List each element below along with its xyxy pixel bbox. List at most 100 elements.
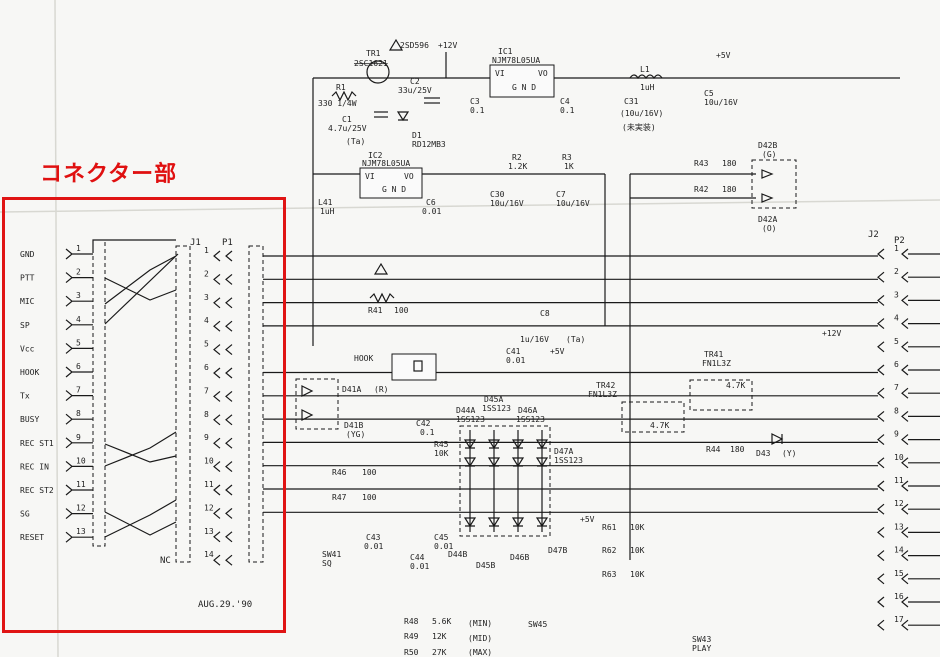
connector-section-highlight bbox=[2, 197, 286, 633]
pin-number: 6 bbox=[204, 363, 209, 372]
r45-value: 10K bbox=[434, 449, 449, 458]
j1-outline bbox=[175, 245, 191, 563]
pin-label: PTT bbox=[20, 274, 35, 283]
pin-terminal bbox=[877, 457, 940, 469]
pin-number: 6 bbox=[76, 362, 81, 371]
r46-value: 100 bbox=[362, 468, 377, 477]
l41-label: L41 bbox=[318, 198, 333, 207]
pin-number: 5 bbox=[76, 338, 81, 347]
rail-12v-right: +12V bbox=[822, 329, 841, 338]
ic2-label: IC2 bbox=[368, 151, 383, 160]
rail-5v-top: +5V bbox=[716, 51, 731, 60]
pin-number: 12 bbox=[894, 499, 904, 508]
d42b-label: D42B bbox=[758, 141, 777, 150]
c2-value: 33u/25V bbox=[398, 86, 432, 95]
wire bbox=[104, 253, 179, 325]
c4-value: 0.1 bbox=[560, 106, 575, 115]
r63-label: R63 bbox=[602, 570, 617, 579]
pin-terminal bbox=[213, 437, 233, 449]
zener-diode-icon bbox=[396, 111, 410, 122]
r3-value: 1K bbox=[564, 162, 574, 171]
r49-note: (MID) bbox=[468, 634, 492, 643]
led-icon bbox=[771, 433, 784, 445]
d46b-label: D46B bbox=[510, 553, 529, 562]
p2-label: P2 bbox=[894, 236, 905, 246]
r1-value: 330 1/4W bbox=[318, 99, 357, 108]
pin-number: 5 bbox=[204, 340, 209, 349]
c2-label: C2 bbox=[410, 77, 420, 86]
r61-label: R61 bbox=[602, 523, 617, 532]
pin-number: 10 bbox=[204, 457, 214, 466]
r44-label: R44 bbox=[706, 445, 721, 454]
r61-value: 10K bbox=[630, 523, 645, 532]
diode-icon bbox=[487, 457, 501, 468]
l41-value: 1uH bbox=[320, 207, 335, 216]
trunk-wires bbox=[263, 255, 878, 513]
tr42-label: TR42 bbox=[596, 381, 615, 390]
pin-terminal bbox=[213, 320, 233, 332]
ic1-vi: VI bbox=[495, 69, 505, 78]
pin-terminal bbox=[877, 387, 940, 399]
c1-value: 4.7u/25V bbox=[328, 124, 367, 133]
tr41-part: FN1L3Z bbox=[702, 359, 731, 368]
pin-number: 1 bbox=[76, 244, 81, 253]
wire bbox=[104, 277, 177, 301]
tr1-symbol bbox=[366, 60, 390, 84]
pin-terminal bbox=[877, 526, 940, 538]
pin-number: 11 bbox=[76, 480, 86, 489]
d41a-color: (R) bbox=[374, 385, 388, 394]
pin-label: SP bbox=[20, 321, 30, 330]
pin-terminal bbox=[877, 480, 940, 492]
pin-number: 6 bbox=[894, 360, 899, 369]
resistor-icon bbox=[369, 292, 395, 304]
pin-label: SG bbox=[20, 510, 30, 519]
pin-label: BUSY bbox=[20, 415, 39, 424]
tr1-label: TR1 bbox=[366, 49, 381, 58]
pin-terminal bbox=[877, 318, 940, 330]
diode-matrix-outline bbox=[459, 425, 551, 537]
tr42-outline bbox=[621, 401, 685, 433]
r62-label: R62 bbox=[602, 546, 617, 555]
pin-terminal bbox=[213, 507, 233, 519]
diode-icon bbox=[511, 517, 525, 528]
pin-terminal bbox=[213, 250, 233, 262]
pin-number: 3 bbox=[204, 293, 209, 302]
r44-value: 180 bbox=[730, 445, 745, 454]
pin-number: 3 bbox=[76, 291, 81, 300]
pin-terminal bbox=[877, 294, 940, 306]
d43-color: (Y) bbox=[782, 449, 796, 458]
ic1-part: NJM78L05UA bbox=[492, 56, 540, 65]
pin-number: 11 bbox=[204, 480, 214, 489]
c5-value: 10u/16V bbox=[704, 98, 738, 107]
pin-terminal bbox=[877, 410, 940, 422]
d45b-label: D45B bbox=[476, 561, 495, 570]
wire bbox=[104, 511, 177, 536]
r43-value: 180 bbox=[722, 159, 737, 168]
rail-5v-bottom: +5V bbox=[580, 515, 595, 524]
pin-terminal bbox=[65, 295, 93, 307]
wire bbox=[92, 239, 176, 253]
tr41-outline bbox=[689, 379, 753, 411]
c6-value: 0.01 bbox=[422, 207, 441, 216]
pin-terminal bbox=[65, 319, 93, 331]
pin-number: 2 bbox=[76, 268, 81, 277]
ic2-box bbox=[359, 167, 423, 199]
diode-icon bbox=[463, 517, 477, 528]
r49-value: 12K bbox=[432, 632, 447, 641]
pin-terminal bbox=[213, 531, 233, 543]
d45a-label: D45A bbox=[484, 395, 503, 404]
c31-label: C31 bbox=[624, 97, 639, 106]
pin-terminal bbox=[213, 390, 233, 402]
pin-label: REC ST1 bbox=[20, 439, 54, 448]
pin-label: REC IN bbox=[20, 462, 49, 471]
pin-number: 8 bbox=[894, 406, 899, 415]
r48-label: R48 bbox=[404, 617, 419, 626]
j2-label: J2 bbox=[868, 230, 879, 240]
c4-label: C4 bbox=[560, 97, 570, 106]
pin-label: RESET bbox=[20, 533, 44, 542]
tr41-resistor: 4.7K bbox=[726, 381, 745, 390]
r50-note: (MAX) bbox=[468, 648, 492, 657]
paper-fold bbox=[0, 199, 940, 213]
